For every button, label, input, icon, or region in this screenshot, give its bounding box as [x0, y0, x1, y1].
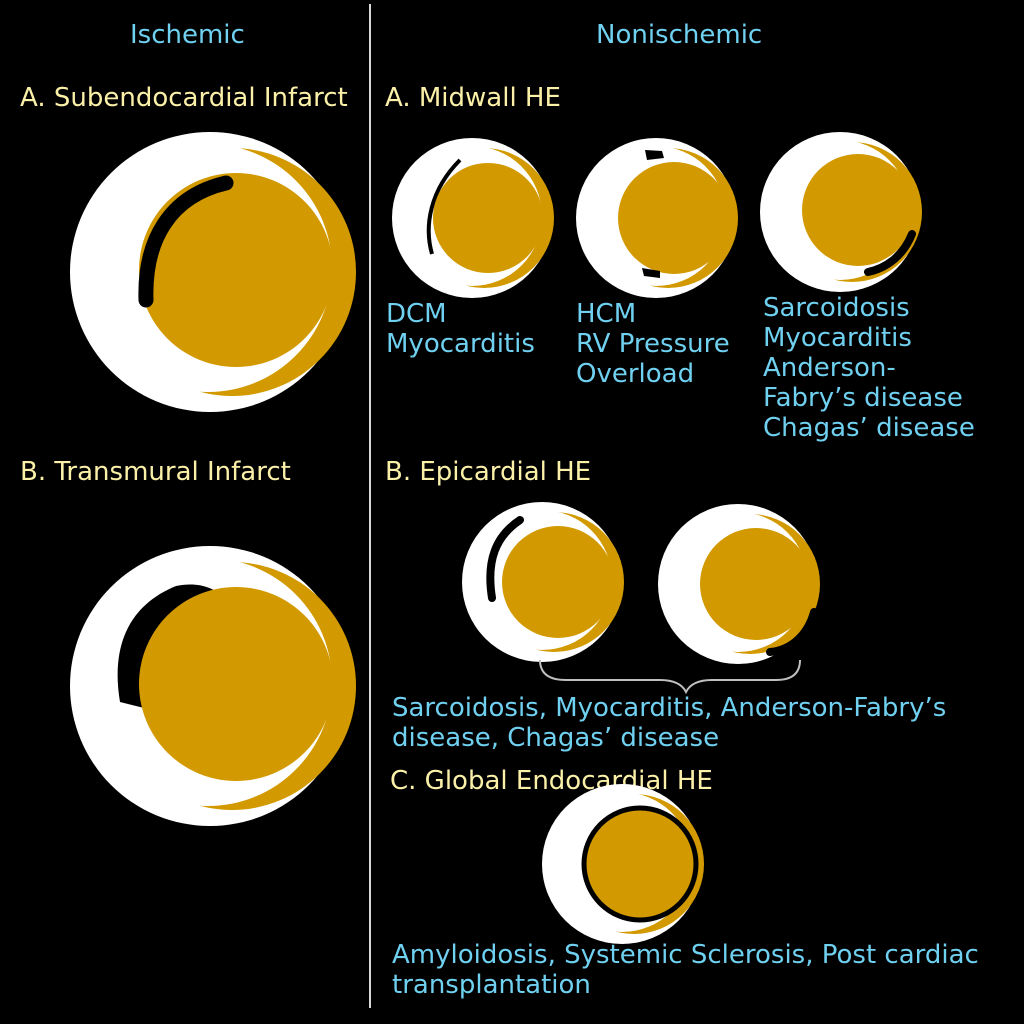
midwall-hcm-diagram: [576, 138, 738, 298]
ischemic-header: Ischemic: [130, 20, 245, 50]
epicardial-diagram-1: [462, 502, 624, 662]
midwall-dcm-diagram: [392, 138, 554, 298]
global-endocardial-he-title: C. Global Endocardial HE: [390, 766, 713, 796]
midwall-label-2: HCM RV Pressure Overload: [576, 299, 730, 389]
midwall-label-3: Sarcoidosis Myocarditis Anderson- Fabry’…: [763, 293, 975, 443]
subendocardial-infarct-title: A. Subendocardial Infarct: [20, 83, 348, 113]
midwall-label-1: DCM Myocarditis: [386, 299, 535, 359]
column-divider: [369, 4, 371, 1008]
epicardial-brace: [539, 659, 801, 695]
epicardial-label: Sarcoidosis, Myocarditis, Anderson-Fabry…: [392, 693, 947, 753]
subendocardial-infarct-diagram: [70, 132, 356, 412]
transmural-infarct-title: B. Transmural Infarct: [20, 457, 291, 487]
epicardial-he-title: B. Epicardial HE: [385, 457, 592, 487]
global-endocardial-label: Amyloidosis, Systemic Sclerosis, Post ca…: [392, 940, 979, 1000]
nonischemic-header: Nonischemic: [596, 20, 763, 50]
transmural-infarct-diagram: [70, 546, 356, 826]
global-endocardial-diagram: [542, 784, 704, 944]
epicardial-diagram-2: [658, 504, 820, 664]
midwall-he-title: A. Midwall HE: [385, 83, 561, 113]
midwall-sarcoidosis-diagram: [760, 132, 922, 292]
